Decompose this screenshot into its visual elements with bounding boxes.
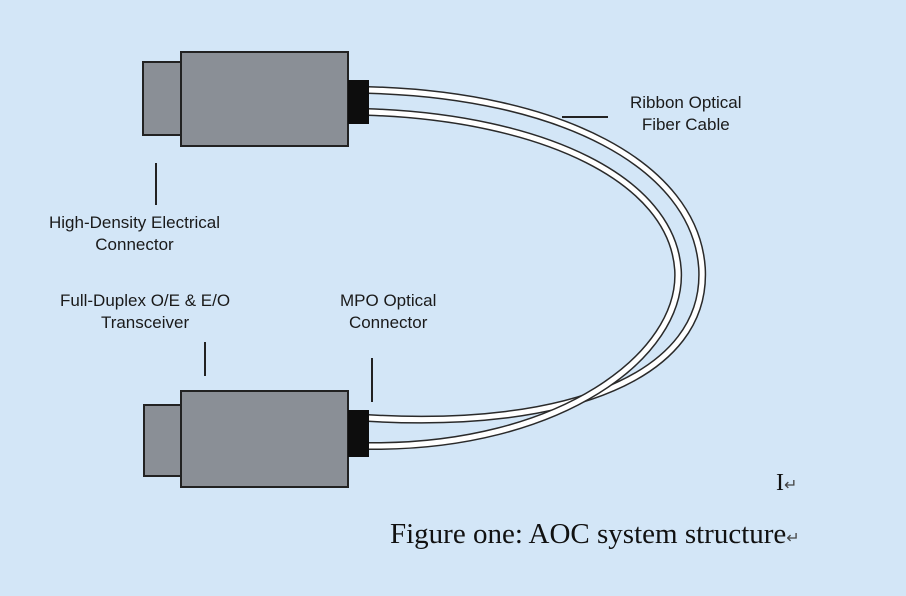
bottom-connector	[143, 390, 369, 488]
top-connector-body	[180, 51, 349, 147]
ribbon-fiber-cable	[367, 86, 707, 451]
label-mpo-optical-connector: MPO Optical Connector	[340, 291, 437, 332]
top-mpo-boot	[348, 80, 369, 124]
top-connector	[142, 51, 369, 147]
text-cursor-mark: I↵	[776, 470, 797, 497]
label-ribbon-optical-fiber-cable: Ribbon Optical Fiber Cable	[630, 93, 742, 134]
bottom-connector-body	[180, 390, 349, 488]
cursor-glyph: I	[776, 470, 784, 496]
paragraph-mark-icon: ↵	[784, 477, 798, 494]
bottom-mpo-boot	[348, 410, 369, 457]
figure-caption-text: Figure one: AOC system structure	[390, 518, 787, 550]
label-full-duplex-transceiver: Full-Duplex O/E & E/O Transceiver	[60, 291, 231, 332]
top-electrical-plug	[142, 61, 186, 136]
label-high-density-electrical-connector: High-Density Electrical Connector	[49, 213, 220, 254]
bottom-electrical-plug	[143, 404, 187, 477]
return-mark-icon: ↵	[786, 530, 800, 547]
figure-caption: Figure one: AOC system structure↵	[390, 518, 800, 551]
